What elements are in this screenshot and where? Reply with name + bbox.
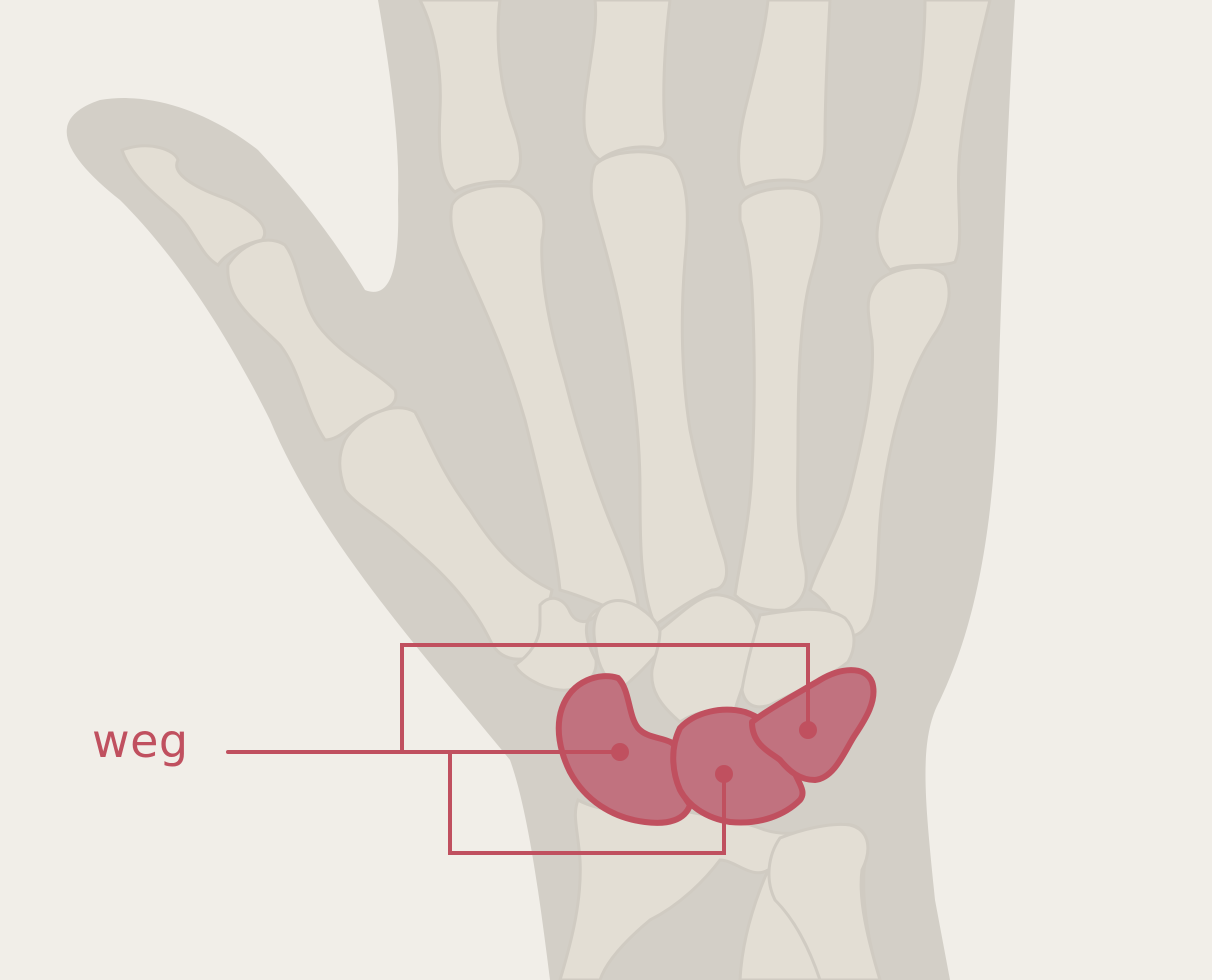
triquetrum-marker [799, 721, 817, 739]
scaphoid-marker [611, 743, 629, 761]
lunate-marker [715, 765, 733, 783]
callout-label: weg [92, 718, 189, 764]
middle-proximal-phalanx [584, 0, 670, 160]
